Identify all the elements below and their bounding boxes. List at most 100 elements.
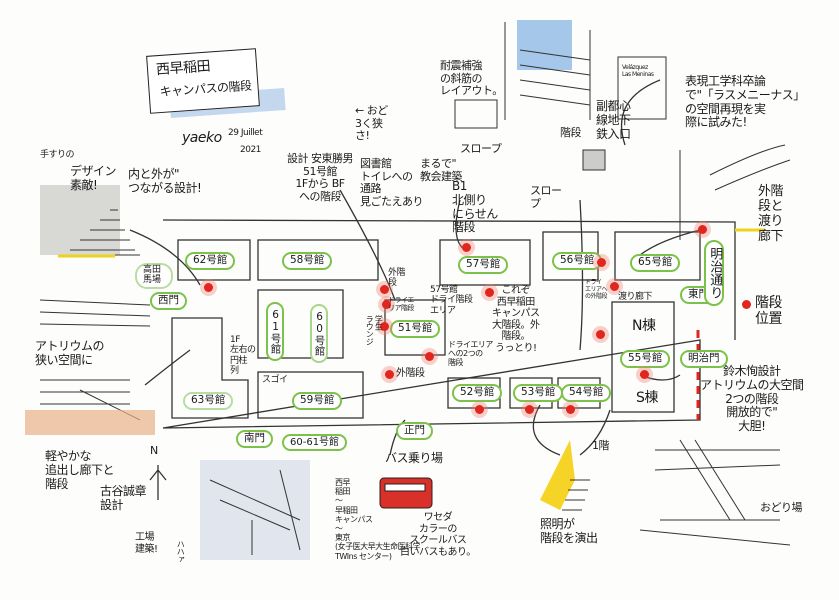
- note-outer-stair-2: 外階段: [396, 368, 425, 379]
- title-banner: 西早稲田 キャンパスの階段: [146, 48, 260, 114]
- building-57: [439, 239, 531, 286]
- main-gate-label[interactable]: 正門: [396, 422, 433, 440]
- campus-boundary: [162, 219, 736, 429]
- building-60-61-label[interactable]: 60-61号館: [282, 434, 348, 451]
- note-seismic: 耐震補強 の斜筋の レイアウト。: [440, 59, 503, 98]
- note-suzuki: 鈴木恂設計 アトリウムの大空間 2つの階段 開放的で" 大胆!: [700, 364, 804, 434]
- signature-year: 2021: [240, 145, 261, 155]
- building-54-label[interactable]: 54号館: [561, 384, 612, 402]
- stair-dot[interactable]: [485, 288, 494, 297]
- stair-sketch-south: [200, 460, 310, 560]
- painting-sign: Velázquez Las Meninas: [622, 64, 654, 78]
- note-landing: おどり場: [760, 501, 803, 514]
- building-55-label[interactable]: 55号館: [620, 350, 671, 368]
- building-59-label[interactable]: 59号館: [292, 392, 343, 410]
- stair-dot[interactable]: [698, 225, 707, 234]
- note-lounge: 学生 ラウンジ: [365, 315, 384, 345]
- building-s-label: S棟: [636, 390, 658, 406]
- building-65: [614, 231, 701, 281]
- note-slope: スロープ: [460, 142, 502, 155]
- building-52-label[interactable]: 52号館: [452, 384, 503, 402]
- stair-dot[interactable]: [640, 370, 649, 379]
- note-dryarea-1: ドライエ リア階段: [388, 296, 415, 313]
- building-63: [171, 317, 249, 419]
- outer-stair-sketch-right: [679, 144, 791, 240]
- building-59: [257, 371, 364, 419]
- stair-dot[interactable]: [380, 285, 389, 294]
- bus-sketch: [379, 477, 433, 509]
- note-narrow: ← おど 3く狭 さ!: [355, 104, 388, 143]
- stair-dot[interactable]: [566, 405, 575, 414]
- building-62-label[interactable]: 62号館: [185, 252, 236, 270]
- note-lighting: 照明が 階段を演出: [540, 517, 598, 545]
- note-ando: 設計 安東勝男 51号館 1Fから BF への階段: [287, 152, 354, 203]
- note-b1-spiral: B1 北側り にらせん 階段: [452, 179, 498, 235]
- building-56-label[interactable]: 56号館: [552, 252, 603, 270]
- building-60-label[interactable]: 60号館: [310, 304, 328, 363]
- building-65-label[interactable]: 65号館: [630, 254, 681, 272]
- north-label: N: [150, 444, 158, 457]
- note-dryarea-3: ドライ エリアへ の外階段: [585, 279, 608, 300]
- stair-dot[interactable]: [380, 322, 389, 331]
- stair-location-legend-dot: [742, 300, 751, 309]
- note-kotani-design: 古谷誠章 設計: [100, 484, 147, 512]
- lit-stair-sketch: [540, 440, 590, 511]
- note-corridor: 渡り廊下: [618, 292, 653, 302]
- note-kotani: 軽やかな 追出し廊下と 階段: [45, 449, 115, 491]
- building-58-label[interactable]: 58号館: [282, 252, 333, 270]
- stair-dot[interactable]: [425, 352, 434, 361]
- building-63-label[interactable]: 63号館: [183, 392, 234, 410]
- west-gate-label[interactable]: 西門: [150, 292, 187, 310]
- stair-dot[interactable]: [596, 330, 605, 339]
- title-line2: キャンパスの階段: [159, 78, 252, 100]
- atrium-sketch: [25, 299, 155, 435]
- south-gate-label[interactable]: 南門: [236, 430, 273, 448]
- title-line1: 西早稲田: [155, 58, 211, 79]
- stair-sketch-top-left: [40, 185, 140, 258]
- building-62: [177, 239, 251, 281]
- note-bus-route: 西早 稲田 〜 早稲田 キャンパス 〜 東京 (女子医大早大生命医科学 TWIn…: [335, 478, 421, 561]
- stair-dot[interactable]: [382, 300, 391, 309]
- building-53-label[interactable]: 53号館: [513, 384, 564, 402]
- note-outer-stair: 外階 段と 渡り 廊下: [758, 184, 784, 244]
- stair-dot[interactable]: [385, 370, 394, 379]
- note-pillars: 1F 左右の 円柱 列: [230, 335, 256, 377]
- note-kaidan: 階段: [560, 126, 582, 139]
- stair-dot[interactable]: [462, 243, 471, 252]
- note-inout: 内と外が" つながる設計!: [128, 167, 202, 195]
- stair-dot[interactable]: [204, 283, 213, 292]
- stair-dot[interactable]: [610, 282, 619, 291]
- stair-dot[interactable]: [525, 405, 534, 414]
- legend-label: 階段位置: [755, 295, 783, 328]
- note-floor1: 1階: [592, 439, 610, 452]
- building-n-label: N棟: [632, 318, 656, 334]
- building-61-label[interactable]: 61号館: [266, 302, 284, 361]
- stair-dot[interactable]: [475, 405, 484, 414]
- signature-date: 29 Juillet: [228, 128, 263, 138]
- note-library: 図書館 トイレへの 通路 見ごたえあり: [360, 157, 424, 208]
- note-haha: ハハァ: [176, 540, 186, 563]
- meiji-gate-label[interactable]: 明治門: [680, 350, 728, 368]
- note-slope2: スロー プ: [530, 184, 562, 210]
- building-n-s: [611, 301, 675, 413]
- atrium-stair-sketch: [639, 439, 791, 546]
- bus-stop-label: バス乗り場: [385, 451, 443, 465]
- note-kore: これぞ 西早稲田 キャンパス 大階段。外 階段。 うっとり!: [492, 285, 540, 354]
- building-51-label[interactable]: 51号館: [390, 320, 441, 338]
- note-bus-color: ワセダ カラーの スクールバス 白いバスもあり。: [400, 512, 476, 558]
- note-church: まるで" 教会建築: [420, 157, 463, 183]
- note-subway: 副都心 線地下 鉄入口: [596, 99, 631, 141]
- note-velazquez: 表現工学科卒論 で"「ラスメニーナス」 の空間再現を実 際に試みた!: [685, 74, 805, 130]
- note-sugoi: スゴイ: [262, 375, 288, 385]
- note-atrium: アトリウムの 狭い空間に: [35, 339, 105, 367]
- signature-name: yaeko: [182, 130, 222, 146]
- note-outer-stair-51: 外階 段: [388, 268, 406, 289]
- building-61-60: [257, 289, 344, 359]
- stair-dot[interactable]: [597, 258, 606, 267]
- note-factory: 工場 建築!: [135, 532, 158, 555]
- takadanobaba-label[interactable]: 高田馬場: [135, 263, 173, 289]
- meiji-street-label[interactable]: 明治通り: [704, 240, 725, 306]
- building-57-label[interactable]: 57号館: [458, 256, 509, 274]
- note-design: デザイン 素敵!: [70, 164, 117, 192]
